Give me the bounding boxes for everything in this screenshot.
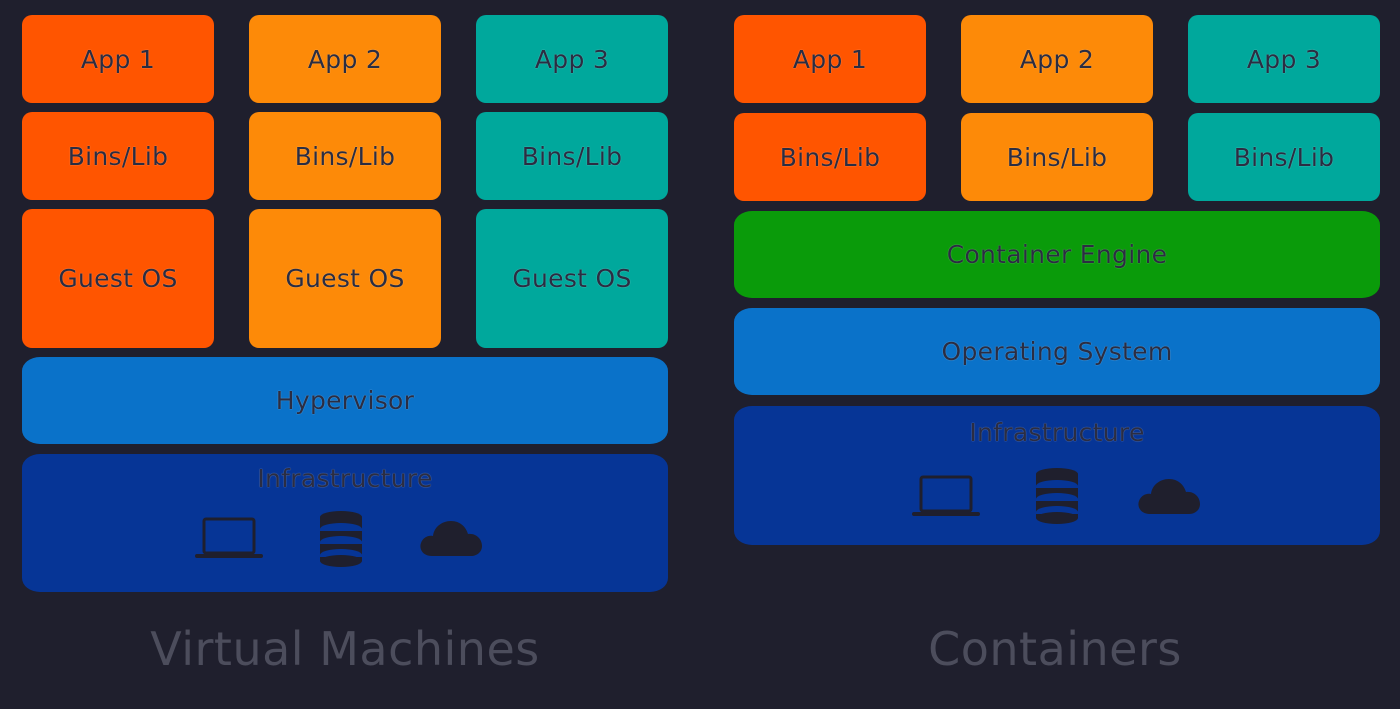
vm-guest-os-1: Guest OS	[22, 209, 214, 348]
virtual-machines-diagram: App 1 Bins/Lib Guest OS App 2 Bins/Lib G…	[0, 0, 690, 709]
vm-bins-lib-2: Bins/Lib	[249, 112, 441, 200]
container-infrastructure-label: Infrastructure	[969, 418, 1145, 447]
vm-guest-os-3: Guest OS	[476, 209, 668, 348]
containers-caption: Containers	[928, 622, 1182, 676]
vm-app-2: App 2	[249, 15, 441, 103]
vm-bins-lib-3: Bins/Lib	[476, 112, 668, 200]
container-app-3: App 3	[1188, 15, 1380, 103]
container-infrastructure-layer: Infrastructure	[734, 406, 1380, 545]
vm-app-3: App 3	[476, 15, 668, 103]
vm-guest-os-2: Guest OS	[249, 209, 441, 348]
containers-diagram: App 1 Bins/Lib App 2 Bins/Lib App 3 Bins…	[710, 0, 1400, 709]
container-app-1: App 1	[734, 15, 926, 103]
container-bins-lib-2: Bins/Lib	[961, 113, 1153, 201]
virtual-machines-caption: Virtual Machines	[150, 622, 540, 676]
operating-system-layer: Operating System	[734, 308, 1380, 395]
container-engine-layer: Container Engine	[734, 211, 1380, 298]
database-icon	[1036, 468, 1078, 524]
vm-bins-lib-1: Bins/Lib	[22, 112, 214, 200]
hypervisor-layer: Hypervisor	[22, 357, 668, 444]
vm-infrastructure-layer: Infrastructure	[22, 454, 668, 592]
laptop-icon	[195, 517, 263, 558]
vm-infrastructure-label: Infrastructure	[257, 464, 433, 493]
vm-app-1: App 1	[22, 15, 214, 103]
cloud-icon	[1138, 479, 1200, 514]
cloud-icon	[420, 521, 482, 556]
container-app-2: App 2	[961, 15, 1153, 103]
database-icon	[320, 511, 362, 567]
laptop-icon	[912, 475, 980, 516]
container-bins-lib-1: Bins/Lib	[734, 113, 926, 201]
container-bins-lib-3: Bins/Lib	[1188, 113, 1380, 201]
